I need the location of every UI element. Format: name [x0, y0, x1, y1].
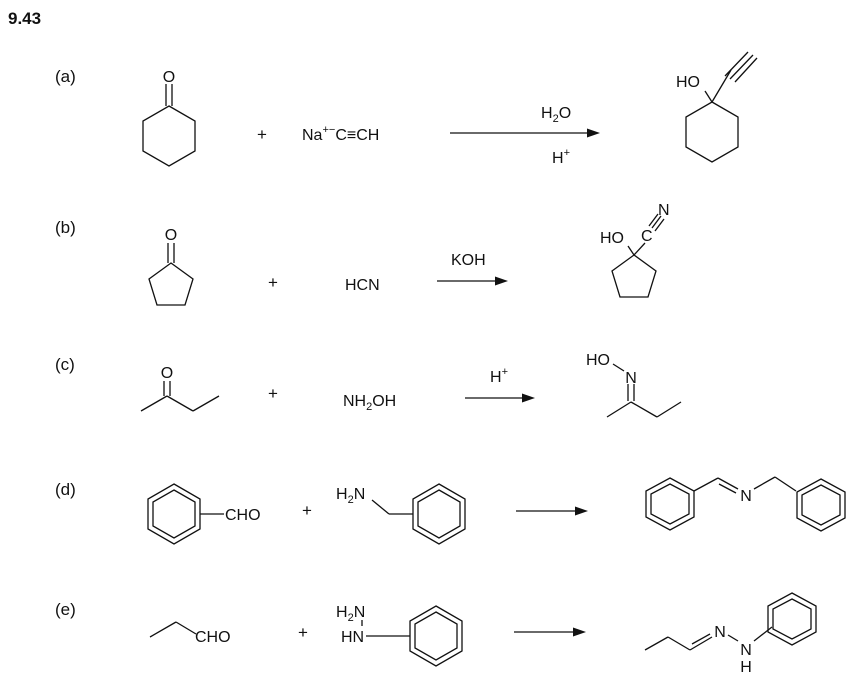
plus-sign: + — [268, 384, 278, 403]
reaction-arrow — [437, 276, 508, 286]
plus-sign: + — [302, 501, 312, 520]
h: H — [336, 604, 348, 621]
h: H — [336, 486, 348, 503]
subscript-2: 2 — [348, 494, 354, 506]
subscript-2: 2 — [553, 113, 559, 125]
reaction-c: (c) O + NH2OH H+ HO N — [55, 352, 682, 418]
n: N — [354, 486, 366, 503]
hydroxyl-group: HO — [676, 74, 700, 91]
amine-hydrogen: H — [740, 659, 752, 676]
reaction-arrow — [450, 128, 600, 138]
benzylamine: H2N — [336, 483, 466, 545]
oxygen-atom: O — [163, 69, 175, 86]
oxygen-atom: O — [165, 227, 177, 244]
h: H — [541, 105, 553, 122]
hydroxyl-group: HO — [600, 230, 624, 247]
imine-nitrogen: N — [740, 488, 752, 505]
subscript-2: 2 — [348, 612, 354, 624]
arrow-above-text: H2O — [541, 105, 571, 125]
amine-nitrogen: N — [740, 642, 752, 659]
oxime-product: HO N — [586, 352, 682, 418]
subscript-2: 2 — [366, 401, 372, 413]
hydroxyl-group: HO — [586, 352, 610, 369]
aldehyde-group: CHO — [225, 507, 261, 524]
h: H — [490, 369, 502, 386]
reaction-a-label: (a) — [55, 67, 76, 86]
cyclohexanone: O — [142, 69, 196, 167]
oh: OH — [372, 393, 396, 410]
na-charge: + — [322, 124, 328, 136]
reaction-b: (b) O + HCN KOH HO C N — [55, 202, 670, 306]
n: N — [354, 604, 366, 621]
plus-charge: + — [502, 366, 508, 378]
reaction-arrow — [514, 627, 586, 637]
aldehyde-group: CHO — [195, 629, 231, 646]
phenylhydrazine: H2N HN — [336, 604, 463, 667]
reaction-e-label: (e) — [55, 600, 76, 619]
reaction-e: (e) CHO + H2N HN N — [55, 592, 817, 676]
h: H — [552, 150, 564, 167]
o: O — [559, 105, 571, 122]
butanone: O — [140, 365, 220, 412]
oxygen-atom: O — [161, 365, 173, 382]
acetylide: C≡CH — [335, 127, 379, 144]
reaction-arrow — [465, 393, 535, 403]
nitrile-nitrogen: N — [658, 202, 670, 219]
problem-number: 9.43 — [8, 9, 41, 28]
hydrazone-product: N N H — [644, 592, 817, 676]
hydroxylamine: NH2OH — [343, 393, 396, 413]
reaction-arrow — [516, 506, 588, 516]
reaction-b-label: (b) — [55, 218, 76, 237]
benzaldehyde: CHO — [147, 483, 261, 545]
imine-nitrogen: N — [714, 624, 726, 641]
cyanohydrin-product: HO C N — [600, 202, 670, 298]
reaction-d: (d) CHO + H2N N — [55, 476, 846, 545]
arrow-above-text: H+ — [490, 366, 508, 386]
hydrazine-nh: HN — [341, 629, 364, 646]
acetylide-charge: − — [329, 124, 335, 136]
propanal: CHO — [149, 621, 231, 646]
nh: NH — [343, 393, 366, 410]
reaction-d-label: (d) — [55, 480, 76, 499]
plus-sign: + — [257, 125, 267, 144]
arrow-below-text: H+ — [552, 147, 570, 167]
reaction-c-label: (c) — [55, 355, 75, 374]
oxime-nitrogen: N — [625, 370, 637, 387]
imine-product: N — [645, 476, 846, 532]
nitrile-carbon: C — [641, 228, 653, 245]
plus-charge: + — [564, 147, 570, 159]
amine-group: H2N — [336, 486, 365, 506]
hydrogen-cyanide: HCN — [345, 277, 380, 294]
plus-sign: + — [268, 273, 278, 292]
reaction-a: (a) O + Na+−C≡CH H2O H+ HO — [55, 51, 758, 167]
plus-sign: + — [298, 623, 308, 642]
cyclopentanone: O — [148, 227, 194, 306]
sodium-acetylide: Na+−C≡CH — [302, 124, 379, 144]
arrow-above-text: KOH — [451, 252, 486, 269]
amino-group: H2N — [336, 604, 365, 624]
na: Na — [302, 127, 323, 144]
propargyl-alcohol-product: HO — [676, 51, 758, 163]
